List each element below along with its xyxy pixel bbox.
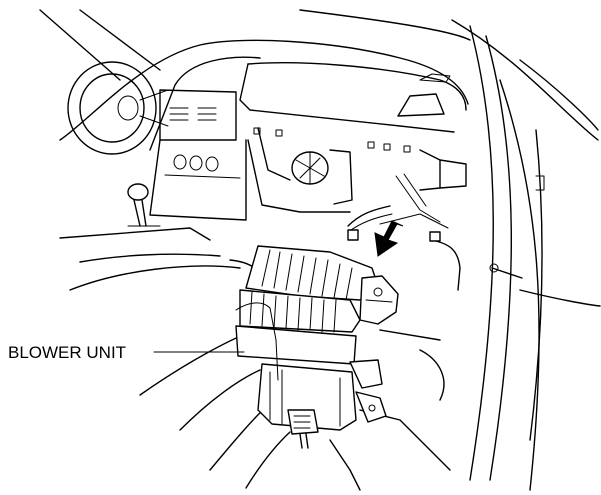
door-frame	[451, 19, 601, 491]
wiring-harness	[347, 205, 461, 291]
dashboard	[59, 39, 469, 229]
arrow-icon	[374, 220, 404, 257]
floor-lines	[59, 227, 291, 489]
blower-unit	[235, 245, 399, 449]
windshield-outline	[39, 9, 471, 81]
gear-shifter	[127, 183, 161, 227]
blower-unit-callout: BLOWER UNIT	[8, 343, 245, 362]
blower-unit-label: BLOWER UNIT	[8, 343, 126, 362]
steering-wheel	[67, 61, 169, 155]
floor-right	[329, 329, 451, 491]
